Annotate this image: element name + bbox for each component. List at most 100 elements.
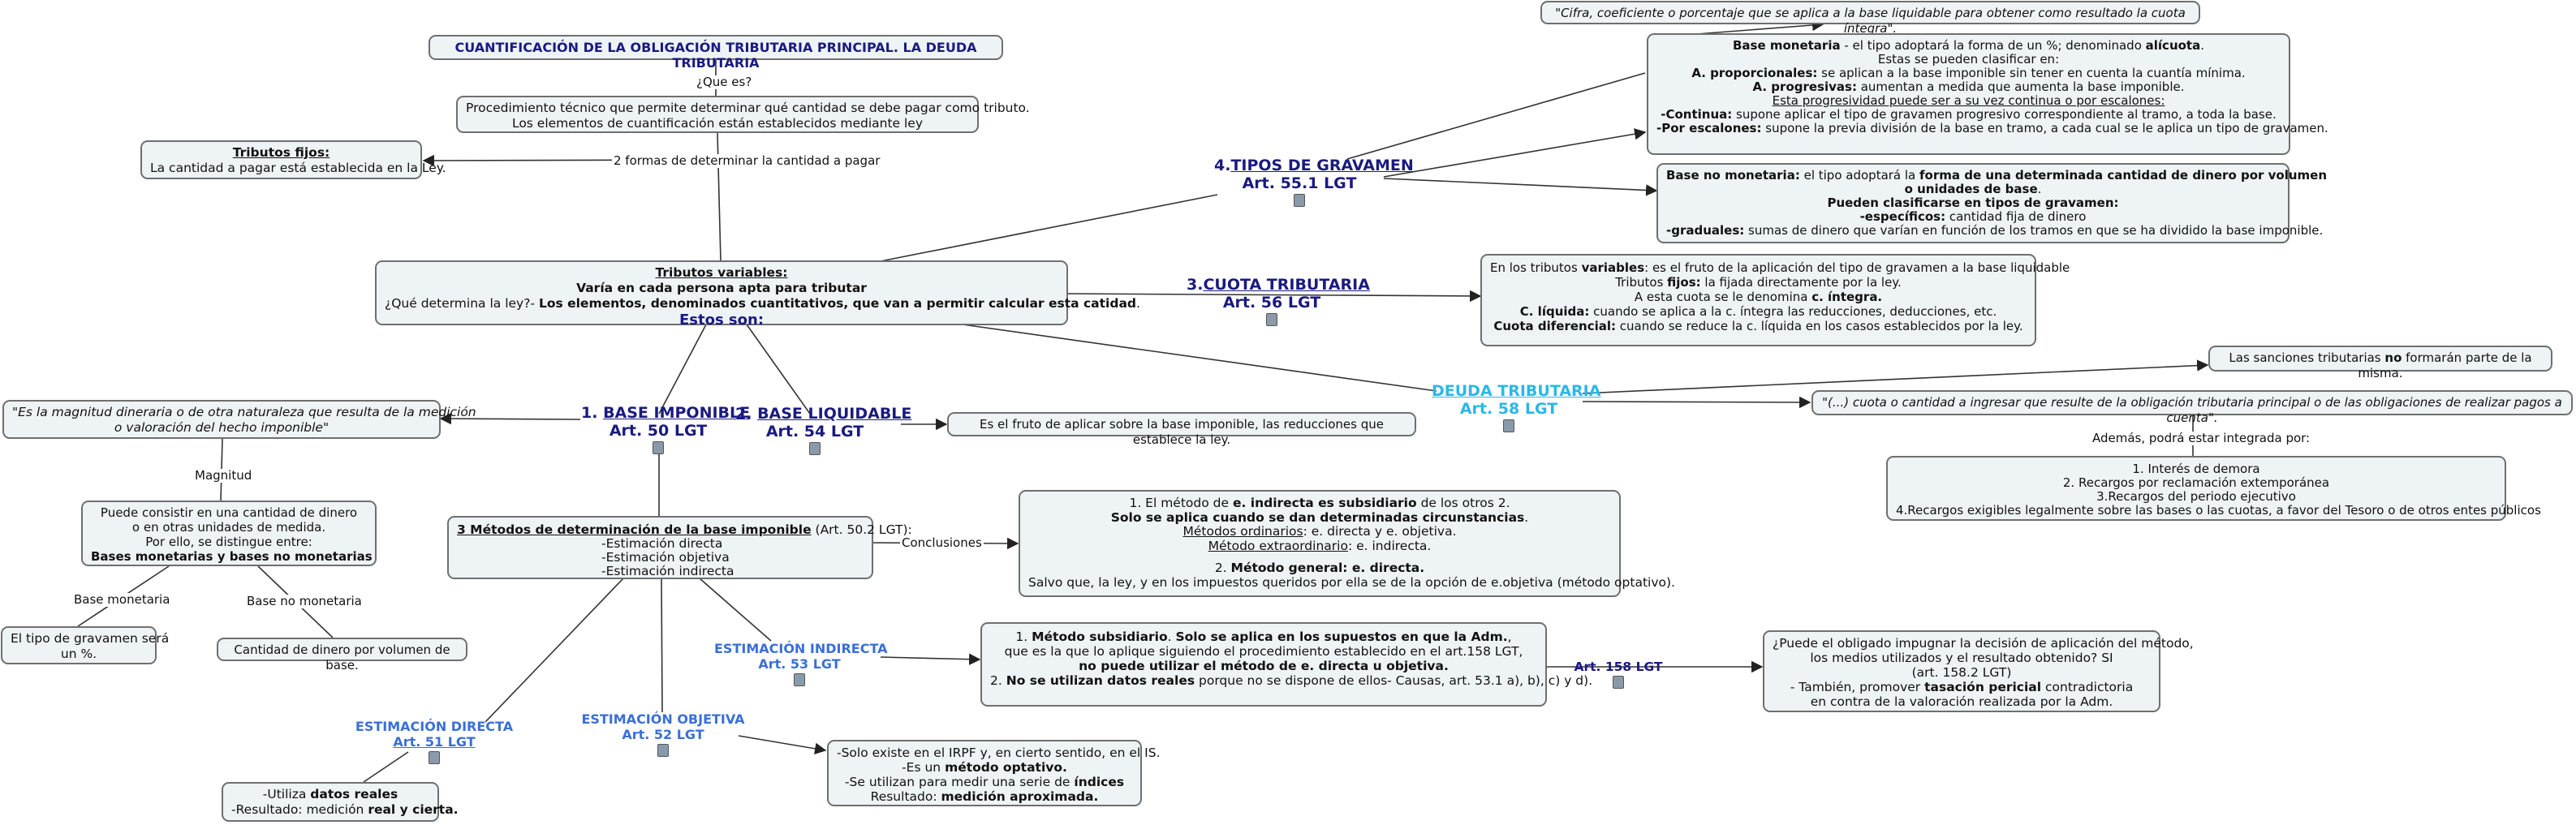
tributos-variables-period: . — [1136, 296, 1140, 311]
conclusiones-text: : e. directa y e. objetiva. — [1303, 524, 1457, 539]
bnm-line: Pueden clasificarse en tipos de gravamen… — [1827, 196, 2119, 210]
cuota-definition-node: "(...) cuota o cantidad a ingresar que r… — [1811, 390, 2573, 425]
conclusiones-underline: Método extraordinario — [1208, 538, 1348, 553]
document-icon[interactable] — [809, 442, 821, 455]
bm-text: - el tipo adoptará la forma de un %; den… — [1840, 38, 2146, 53]
bm-term: Base monetaria — [1732, 38, 1841, 53]
arrow-cuota — [1064, 290, 1482, 303]
bm-period: . — [2200, 38, 2205, 53]
link-label-magnitud: Magnitud — [193, 468, 254, 483]
impugnar-bold: tasación pericial — [1924, 680, 2042, 694]
document-icon[interactable] — [1503, 419, 1514, 432]
concept-name: TIPOS DE GRAVAMEN — [1230, 157, 1414, 174]
concept-deuda-tributaria[interactable]: DEUDA TRIBUTARIA Art. 58 LGT — [1432, 382, 1600, 432]
concept-base-liquidable[interactable]: 2. BASE LIQUIDABLE Art. 54 LGT — [735, 405, 911, 455]
concept-name: ESTIMACIÓN INDIRECTA — [714, 641, 888, 656]
concept-name: CUOTA TRIBUTARIA — [1203, 276, 1370, 294]
line-variables-bi — [658, 324, 707, 415]
indirecta-text: 2. — [990, 673, 1006, 688]
line-directa-box — [363, 751, 409, 783]
concept-cuota-tributaria[interactable]: 3.CUOTA TRIBUTARIA Art. 56 LGT — [1187, 276, 1370, 326]
concept-article: Art. 50 LGT — [609, 422, 708, 440]
puede-consistir-line: Puede consistir en una cantidad de diner… — [100, 505, 358, 520]
conclusiones-text: 1. El método de — [1129, 496, 1233, 510]
sanciones-text: formarán parte de la misma. — [2358, 350, 2532, 380]
tributos-fijos-text: La cantidad a pagar está establecida en … — [150, 161, 446, 175]
objetiva-text: -Es un — [902, 760, 946, 775]
concept-number: 2. — [735, 405, 758, 423]
indirecta-text: que es la que lo aplique siguiendo el pr… — [1004, 644, 1523, 659]
bm-text: supone la previa división de la base en … — [1761, 121, 2328, 135]
base-no-monetaria-node: Base no monetaria: el tipo adoptará la f… — [1656, 163, 2327, 243]
bnm-term: -graduales: — [1666, 223, 1745, 238]
conclusiones-period: . — [1524, 509, 1529, 525]
metodos-node: 3 Métodos de determinación de la base im… — [447, 516, 912, 579]
magnitud-def-line: o valoración del hecho imponible" — [114, 420, 330, 435]
tributos-variables-estos-son: Estos son: — [678, 312, 765, 329]
bm-alicuota: alícuota — [2145, 38, 2201, 53]
concept-tipos-gravamen[interactable]: 4.TIPOS DE GRAVAMEN Art. 55.1 LGT — [1214, 157, 1414, 207]
conclusiones-bold: Método general: e. directa. — [1230, 561, 1425, 575]
indirecta-bold: Método subsidiario — [1032, 629, 1168, 644]
objetiva-node: -Solo existe en el IRPF y, en cierto sen… — [827, 740, 1161, 806]
cantidad-volumen-node: Cantidad de dinero por volumen de base. — [217, 638, 467, 672]
impugnar-line: (art. 158.2 LGT) — [1911, 665, 2012, 680]
line-variables-tipos — [880, 194, 1218, 262]
integrada-item: 3.Recargos del periodo ejecutivo — [2096, 489, 2296, 504]
directa-bold: real y cierta. — [368, 802, 459, 817]
concept-name: Art. 158 LGT — [1574, 660, 1663, 674]
directa-bold: datos reales — [310, 787, 398, 801]
impugnar-text: - También, promover — [1790, 680, 1925, 694]
document-icon[interactable] — [794, 673, 805, 686]
concept-art158[interactable]: Art. 158 LGT — [1570, 660, 1667, 689]
cuota-text: : es el fruto de la aplicación del tipo … — [1644, 260, 2070, 275]
document-icon[interactable] — [1613, 676, 1624, 689]
concept-estimacion-directa[interactable]: ESTIMACIÓN DIRECTA Art. 51 LGT — [349, 719, 519, 764]
document-icon[interactable] — [653, 441, 664, 454]
integrada-item: 1. Interés de demora — [2132, 462, 2260, 476]
procedimiento-line: Los elementos de cuantificación están es… — [511, 116, 924, 131]
concept-article: Art. 56 LGT — [1222, 294, 1321, 312]
concept-base-imponible[interactable]: 1. BASE IMPONIBLE Art. 50 LGT — [581, 404, 750, 454]
sanciones-node: Las sanciones tributarias no formarán pa… — [2208, 346, 2552, 380]
conclusiones-node: 1. El método de e. indirecta es subsidia… — [1019, 490, 1675, 597]
tributos-variables-heading: Tributos variables: — [655, 265, 788, 280]
concept-estimacion-objetiva[interactable]: ESTIMACIÓN OBJETIVA Art. 52 LGT — [578, 711, 748, 757]
document-icon[interactable] — [429, 751, 440, 764]
bm-term: -Continua: — [1661, 107, 1733, 122]
concept-estimacion-indirecta[interactable]: ESTIMACIÓN INDIRECTA Art. 53 LGT — [714, 641, 888, 686]
objetiva-text: Resultado: — [870, 789, 941, 804]
objetiva-bold: método optativo. — [945, 760, 1067, 775]
document-icon[interactable] — [1266, 313, 1277, 326]
tributos-fijos-heading: Tributos fijos: — [232, 145, 330, 160]
impugnar-node: ¿Puede el obligado impugnar la decisión … — [1763, 630, 2194, 712]
cuota-text: A esta cuota se le denomina — [1634, 290, 1812, 304]
line-tipos-bm-top — [1346, 72, 1646, 160]
document-icon[interactable] — [657, 744, 669, 757]
bm-line: Estas se pueden clasificar en: — [1877, 52, 2060, 67]
metodos-ref: (Art. 50.2 LGT): — [811, 522, 912, 537]
document-icon[interactable] — [1294, 194, 1305, 207]
cuota-bold: Cuota diferencial: — [1493, 319, 1617, 333]
conclusiones-text: de los otros 2. — [1416, 496, 1510, 510]
line-metodos-indirecta — [699, 578, 772, 642]
base-liquidable-def-text: Es el fruto de aplicar sobre la base imp… — [979, 417, 1384, 447]
indirecta-text: porque no se dispone de ellos- Causas, a… — [1195, 673, 1593, 688]
bnm-period: . — [2037, 182, 2042, 196]
line-variables-deuda — [962, 324, 1437, 392]
link-label-conclusiones: Conclusiones — [900, 535, 984, 550]
cuota-bold: fijos: — [1667, 275, 1701, 290]
base-monetaria-node: Base monetaria - el tipo adoptará la for… — [1647, 33, 2328, 155]
link-label-ademas: Además, podrá estar integrada por: — [2091, 431, 2312, 445]
bm-term: A. proporcionales: — [1691, 66, 1818, 80]
concept-article: Art. 55.1 LGT — [1242, 174, 1357, 192]
indirecta-text: 1. — [1015, 629, 1032, 644]
arrow-tipos-bnm — [1383, 178, 1658, 196]
directa-text: -Resultado: medición — [231, 802, 368, 817]
concept-article: Art. 52 LGT — [622, 727, 704, 742]
bnm-bold: o unidades de base — [1904, 182, 2038, 196]
bm-term: A. progresivas: — [1752, 79, 1857, 94]
cuota-text: la fijada directamente por la ley. — [1700, 275, 1902, 290]
link-label-base-monetaria: Base monetaria — [72, 592, 172, 607]
